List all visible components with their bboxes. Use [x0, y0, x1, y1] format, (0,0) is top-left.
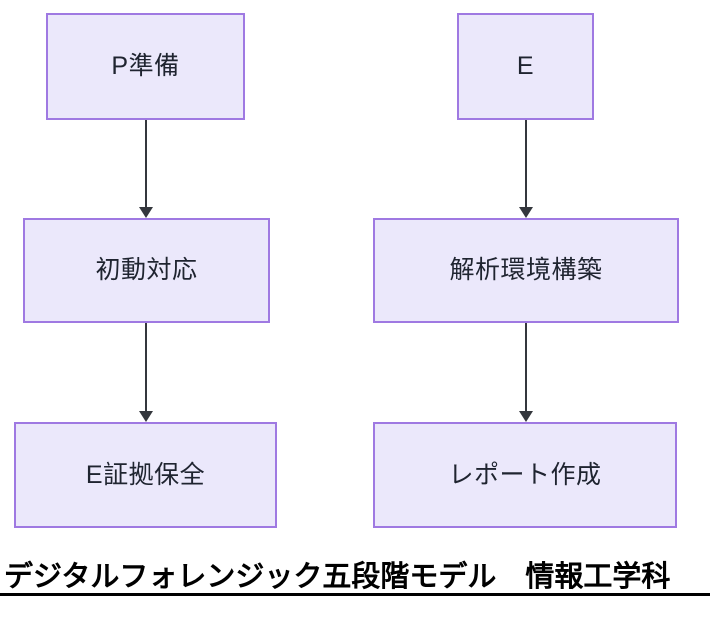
edge-analysis-to-report-line [525, 323, 527, 411]
caption-divider [0, 593, 710, 596]
node-analysis-environment[interactable]: 解析環境構築 [373, 218, 679, 323]
caption-bar: デジタルフォレンジック五段階モデル 情報工学科 [0, 548, 710, 620]
node-initial-response[interactable]: 初動対応 [23, 218, 270, 323]
diagram-caption: デジタルフォレンジック五段階モデル 情報工学科 [4, 559, 671, 593]
node-analysis-environment-label: 解析環境構築 [449, 256, 603, 285]
edge-prepare-to-initial-line [145, 120, 147, 207]
edge-examination-to-analysis-line [525, 120, 527, 207]
flowchart-canvas: P準備 初動対応 E証拠保全 E 解析環境構築 レポート作成 [14, 13, 679, 528]
node-prepare-label: P準備 [111, 52, 180, 81]
edge-initial-to-evidence-arrowhead [139, 411, 153, 422]
node-examination[interactable]: E [457, 13, 594, 120]
node-examination-label: E [516, 52, 535, 81]
edge-examination-to-analysis-arrowhead [519, 207, 533, 218]
node-evidence-preservation[interactable]: E証拠保全 [14, 422, 277, 528]
node-initial-response-label: 初動対応 [95, 256, 198, 285]
node-report-creation-label: レポート作成 [448, 460, 602, 489]
edge-prepare-to-initial-arrowhead [139, 207, 153, 218]
node-prepare[interactable]: P準備 [46, 13, 245, 120]
node-report-creation[interactable]: レポート作成 [373, 422, 677, 528]
edge-analysis-to-report-arrowhead [519, 411, 533, 422]
node-evidence-preservation-label: E証拠保全 [85, 460, 206, 489]
edge-initial-to-evidence-line [145, 323, 147, 411]
